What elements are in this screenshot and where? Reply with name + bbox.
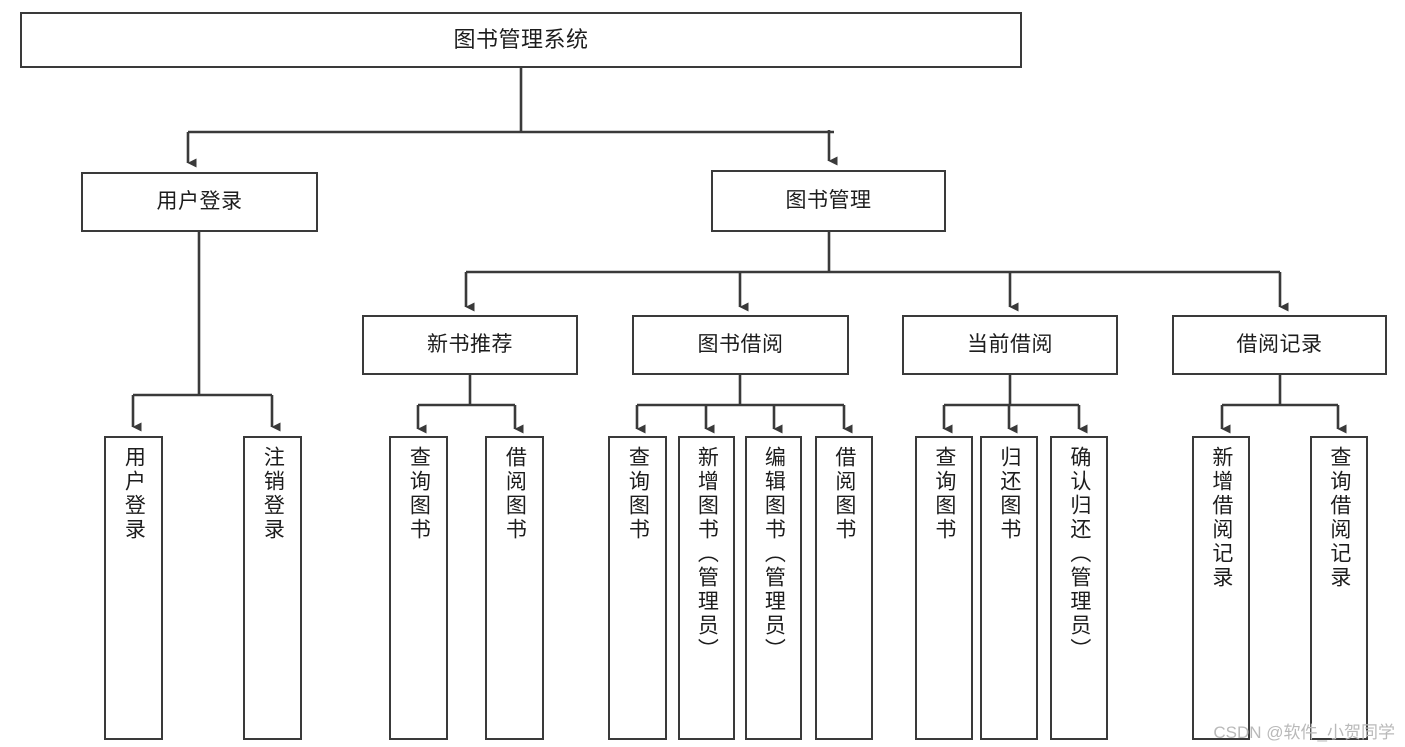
leaf-query-book-current[interactable]: 查询图书 bbox=[915, 436, 973, 740]
leaf-query-book-recommend[interactable]: 查询图书 bbox=[389, 436, 448, 740]
leaf-return-book[interactable]: 归还图书 bbox=[980, 436, 1038, 740]
node-label: 确认归还（管理员） bbox=[1067, 446, 1091, 662]
node-label: 新增借阅记录 bbox=[1209, 446, 1233, 590]
leaf-borrow-book-recommend[interactable]: 借阅图书 bbox=[485, 436, 544, 740]
node-label: 借阅记录 bbox=[1236, 332, 1323, 356]
node-label: 用户登录 bbox=[122, 446, 146, 542]
node-label: 图书借阅 bbox=[697, 332, 784, 356]
node-label: 用户登录 bbox=[156, 189, 243, 213]
node-book-borrow[interactable]: 图书借阅 bbox=[632, 315, 849, 375]
node-label: 新书推荐 bbox=[427, 332, 513, 356]
node-borrow-record[interactable]: 借阅记录 bbox=[1172, 315, 1387, 375]
node-root-system[interactable]: 图书管理系统 bbox=[20, 12, 1022, 68]
leaf-user-login[interactable]: 用户登录 bbox=[104, 436, 163, 740]
leaf-add-book-admin[interactable]: 新增图书（管理员） bbox=[678, 436, 735, 740]
node-new-book-recommend[interactable]: 新书推荐 bbox=[362, 315, 578, 375]
leaf-borrow-book-borrow[interactable]: 借阅图书 bbox=[815, 436, 873, 740]
leaf-confirm-return-admin[interactable]: 确认归还（管理员） bbox=[1050, 436, 1108, 740]
node-label: 查询图书 bbox=[626, 446, 650, 542]
node-label: 新增图书（管理员） bbox=[695, 446, 719, 662]
watermark-text: CSDN @软件_小贺同学 bbox=[1213, 723, 1395, 742]
node-label: 图书管理 bbox=[785, 188, 872, 212]
node-label: 图书管理系统 bbox=[453, 27, 589, 53]
leaf-query-book-borrow[interactable]: 查询图书 bbox=[608, 436, 667, 740]
node-label: 借阅图书 bbox=[503, 446, 527, 542]
leaf-user-logout[interactable]: 注销登录 bbox=[243, 436, 302, 740]
leaf-query-borrow-record[interactable]: 查询借阅记录 bbox=[1310, 436, 1368, 740]
node-book-manage[interactable]: 图书管理 bbox=[711, 170, 946, 232]
node-label: 查询图书 bbox=[932, 446, 956, 542]
node-label: 归还图书 bbox=[997, 446, 1021, 542]
node-label: 当前借阅 bbox=[967, 332, 1053, 356]
node-current-borrow[interactable]: 当前借阅 bbox=[902, 315, 1118, 375]
leaf-add-borrow-record[interactable]: 新增借阅记录 bbox=[1192, 436, 1250, 740]
node-label: 注销登录 bbox=[261, 446, 285, 542]
node-user-login[interactable]: 用户登录 bbox=[81, 172, 318, 232]
node-label: 查询借阅记录 bbox=[1327, 446, 1351, 590]
leaf-edit-book-admin[interactable]: 编辑图书（管理员） bbox=[745, 436, 802, 740]
node-label: 查询图书 bbox=[407, 446, 431, 542]
node-label: 借阅图书 bbox=[832, 446, 856, 542]
node-label: 编辑图书（管理员） bbox=[762, 446, 786, 662]
